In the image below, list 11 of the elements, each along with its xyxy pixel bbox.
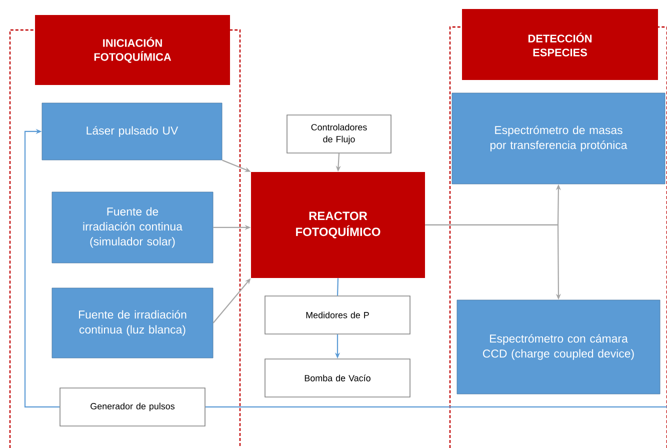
- component-box: Medidores de P: [264, 296, 410, 334]
- reactor-box: REACTOR FOTOQUÍMICO: [251, 172, 425, 278]
- device-box: Espectrómetro de masas por transferencia protónica: [452, 92, 666, 184]
- component-box: Bomba de Vacío: [264, 358, 410, 398]
- device-box: Espectrómetro con cámara CCD (charge coupled device): [456, 300, 660, 394]
- arrow: [24, 128, 60, 408]
- device-box: Láser pulsado UV: [42, 102, 222, 160]
- component-box: Controladores de Flujo: [286, 114, 392, 154]
- device-box: Fuente de irradiación continua (luz blanca): [52, 288, 214, 358]
- component-box: Generador de pulsos: [60, 388, 206, 426]
- device-box: Fuente de irradiación continua (simulador solar): [52, 192, 214, 264]
